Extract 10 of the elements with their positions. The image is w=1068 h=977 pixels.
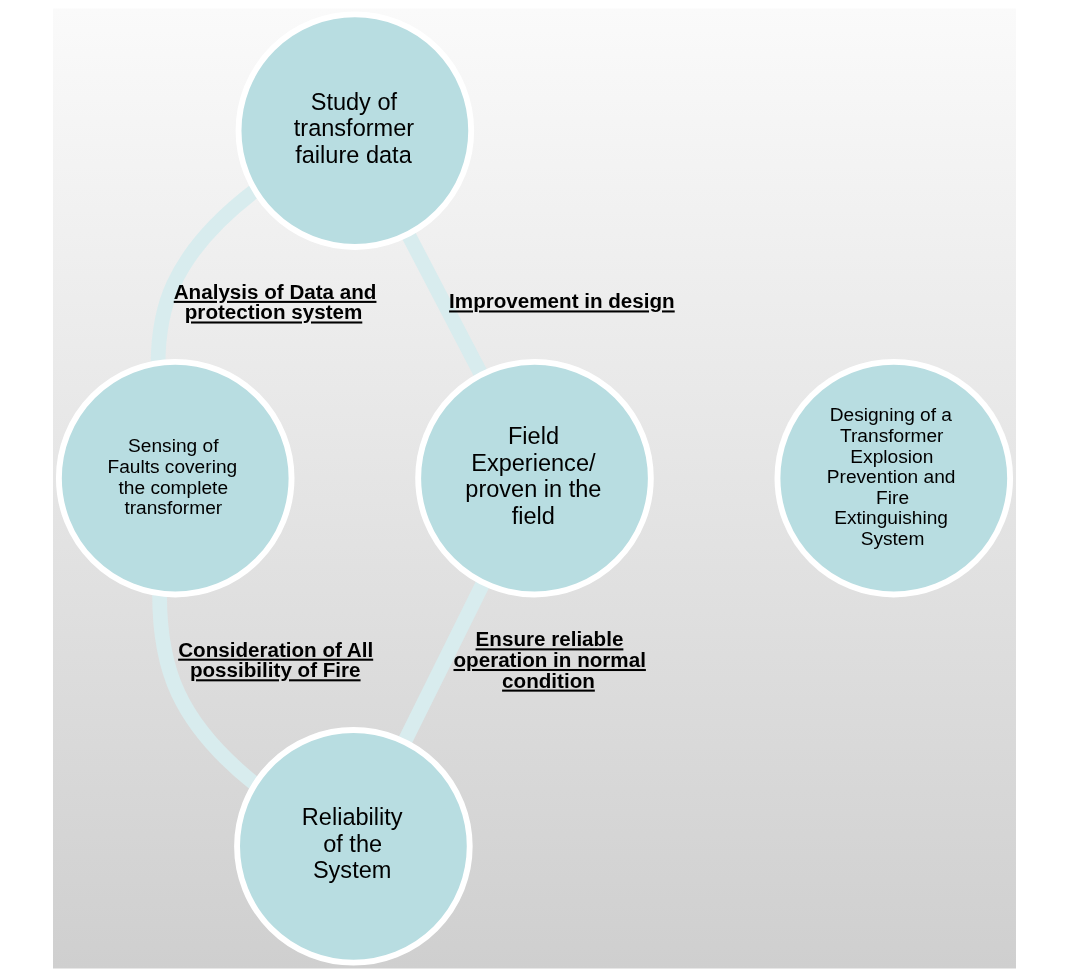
edge-label: Improvement in design	[448, 289, 675, 313]
edge-label: Ensure reliable operation in normal condition	[453, 627, 646, 692]
edge-label: Analysis of Data and protection system	[173, 279, 376, 324]
edge-label: Consideration of All possibility of Fire	[177, 637, 373, 682]
connector	[150, 184, 259, 364]
node-circle: Sensing of Faults covering the complete transformer	[55, 358, 294, 598]
node-circle: Designing of a Transformer Explosion Prevention and Fire Extinguishing System	[774, 358, 1013, 598]
node-circle: Study of transformer failure data	[235, 11, 474, 250]
node-circle: Reliability of the System	[233, 727, 473, 966]
node-circle: Field Experience/ proven in the field	[414, 358, 654, 598]
